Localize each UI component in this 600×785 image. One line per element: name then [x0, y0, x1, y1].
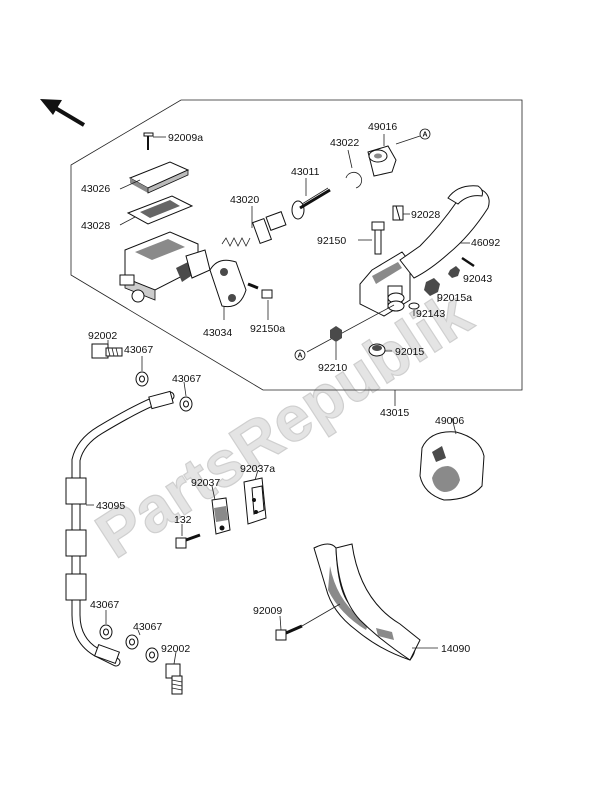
reference-marker-a-top: [419, 128, 431, 140]
bolt-92009-icon: [275, 624, 303, 641]
label-92002-top: 92002: [88, 330, 117, 342]
master-cylinder-assembly: [119, 132, 273, 320]
nut-92015a-icon: [424, 266, 460, 296]
assembly-boundary: [70, 99, 523, 391]
label-46092: 46092: [471, 237, 500, 249]
label-43020: 43020: [230, 194, 259, 206]
front-direction-arrow-icon: [40, 99, 86, 127]
label-132: 132: [174, 514, 192, 526]
lever-bracket-icon: [359, 251, 411, 317]
lever-guard-14090-icon: [313, 543, 421, 661]
label-92143: 92143: [416, 308, 445, 320]
washer-43067-b-icon: [179, 396, 193, 412]
label-43095: 43095: [96, 500, 125, 512]
hose-clamp-92037a-icon: [243, 477, 267, 525]
bolt-132-icon: [175, 533, 201, 549]
label-43026: 43026: [81, 183, 110, 195]
clamp-43034-icon: [209, 259, 247, 308]
snap-ring-icon: [345, 171, 363, 189]
label-92009: 92009: [253, 605, 282, 617]
brake-hose-icon: [65, 390, 175, 667]
label-43067-c: 43067: [90, 599, 119, 611]
label-49016: 49016: [368, 121, 397, 133]
nut-92210-icon: [330, 326, 342, 342]
pin-92150-icon: [371, 221, 385, 255]
label-43067-b: 43067: [172, 373, 201, 385]
label-92015a: 92015a: [437, 292, 472, 304]
screw-92009a-icon: [143, 132, 154, 150]
label-43015: 43015: [380, 407, 409, 419]
label-92009a: 92009a: [168, 132, 203, 144]
reference-marker-a-bottom: [294, 349, 306, 361]
label-92210: 92210: [318, 362, 347, 374]
piston-spring-icon: [221, 211, 287, 247]
reference-marker-a-top-label: A: [423, 132, 428, 139]
label-43022: 43022: [330, 137, 359, 149]
banjo-bolt-top-icon: [91, 343, 123, 359]
label-49006: 49006: [435, 415, 464, 427]
reference-marker-a-bottom-label: A: [298, 353, 303, 360]
washer-43067-a-icon: [135, 371, 149, 387]
bolt-92028-icon: [392, 205, 404, 221]
label-92150a: 92150a: [250, 323, 285, 335]
label-92015: 92015: [395, 346, 424, 358]
washer-43067-d-icon: [125, 634, 139, 650]
label-92037: 92037: [191, 477, 220, 489]
brake-lever-icon: [399, 185, 490, 279]
label-43011: 43011: [291, 166, 320, 178]
nut-92015-icon: [368, 343, 386, 357]
label-92028: 92028: [411, 209, 440, 221]
label-43034: 43034: [203, 327, 232, 339]
watermark-text: PartsRepublik: [83, 277, 483, 572]
master-cylinder-body-icon: [119, 231, 211, 303]
holder-49006-icon: [419, 431, 485, 501]
label-14090: 14090: [441, 643, 470, 655]
dust-boot-icon: [367, 145, 397, 177]
hose-clamp-92037-icon: [211, 497, 231, 535]
washer-43067-c-icon: [99, 624, 113, 640]
label-43067-a: 43067: [124, 344, 153, 356]
washer-43067-e-icon: [145, 647, 159, 663]
label-92002-bottom: 92002: [161, 643, 190, 655]
label-92037a: 92037a: [240, 463, 275, 475]
push-rod-icon: [291, 187, 331, 220]
pin-92043-icon: [461, 257, 475, 267]
bolt-92150a-icon: [247, 282, 273, 299]
label-43028: 43028: [81, 220, 110, 232]
banjo-bolt-bottom-icon: [165, 663, 183, 695]
label-92043: 92043: [463, 273, 492, 285]
label-43067-d: 43067: [133, 621, 162, 633]
bushing-92143-icon: [408, 302, 420, 310]
label-92150: 92150: [317, 235, 346, 247]
